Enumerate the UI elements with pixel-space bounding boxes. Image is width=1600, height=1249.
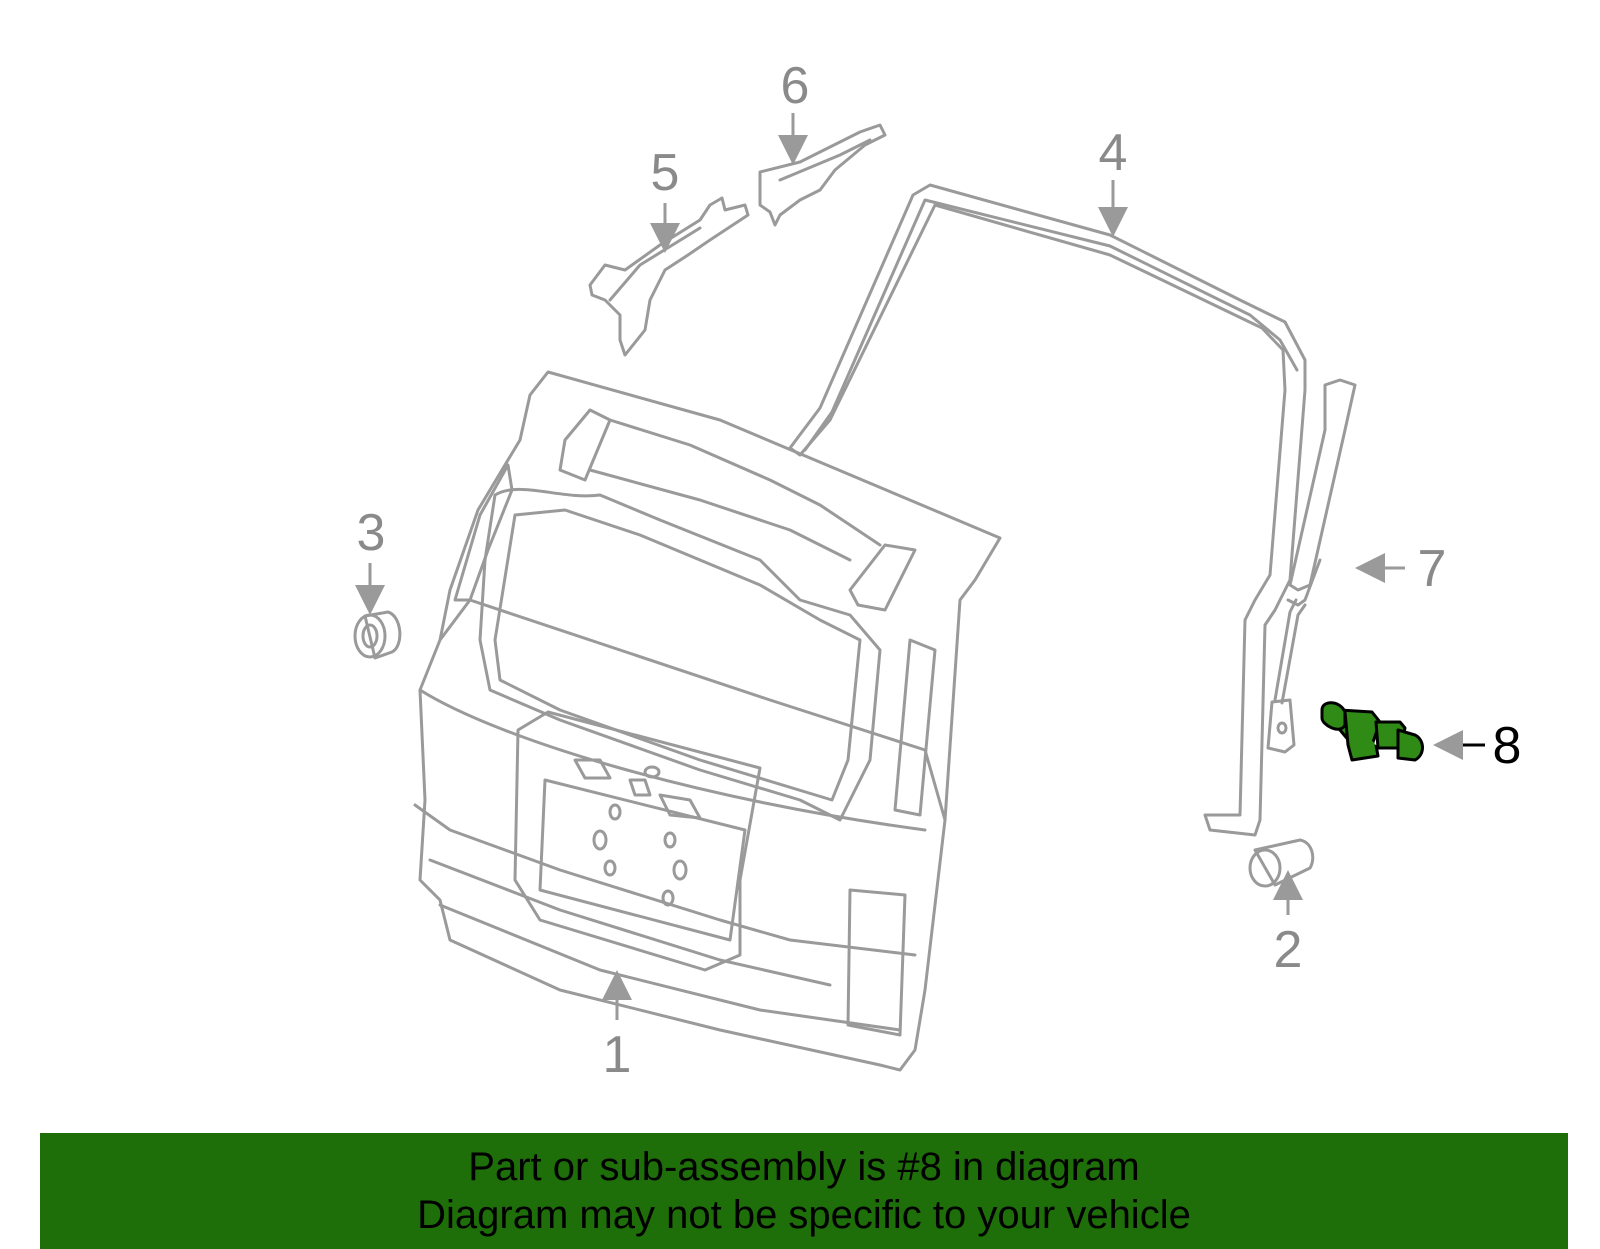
callout-8[interactable]: 8 — [1493, 717, 1522, 775]
part-7-support-strut[interactable] — [1266, 378, 1357, 754]
part-3-grommet[interactable] — [353, 610, 402, 660]
callout-1[interactable]: 1 — [603, 1026, 632, 1084]
part-4-weatherstrip[interactable] — [788, 183, 1307, 837]
banner-part-line: Part or sub-assembly is #8 in diagram — [468, 1145, 1140, 1189]
part-1-liftgate[interactable] — [413, 370, 1002, 1072]
callout-5[interactable]: 5 — [651, 144, 680, 202]
callout-4[interactable]: 4 — [1099, 124, 1128, 182]
callout-arrows — [355, 113, 1485, 1020]
callout-2[interactable]: 2 — [1274, 921, 1303, 979]
part-5-bracket[interactable] — [588, 196, 750, 357]
part-6-bracket[interactable] — [758, 123, 887, 227]
part-8-ball-stud[interactable] — [1320, 701, 1424, 762]
part-2-bumper[interactable] — [1248, 838, 1315, 888]
callout-6[interactable]: 6 — [781, 57, 810, 115]
banner-disclaimer-line: Diagram may not be specific to your vehi… — [417, 1193, 1191, 1237]
callout-7[interactable]: 7 — [1418, 540, 1447, 598]
info-banner: Part or sub-assembly is #8 in diagram Di… — [40, 1133, 1568, 1249]
callout-3[interactable]: 3 — [357, 504, 386, 562]
